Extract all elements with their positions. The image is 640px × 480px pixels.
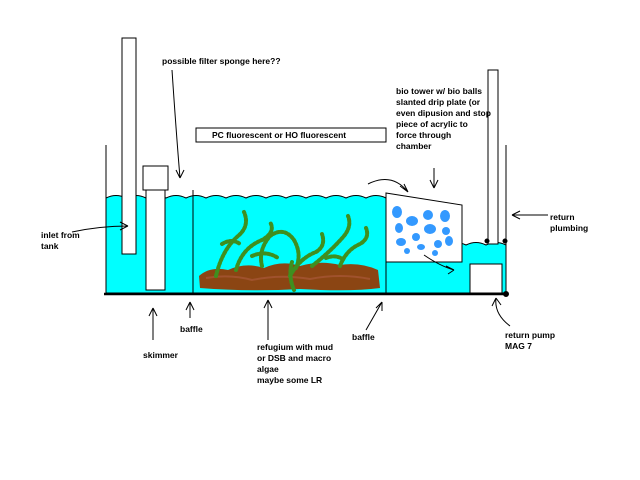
arrow-inlet [71, 221, 129, 233]
arrow-return-pump [491, 297, 511, 327]
skimmer-body [145, 189, 166, 291]
return-pipe [487, 69, 499, 245]
bio-tower-chamber [385, 192, 463, 275]
arrow-skimmer [148, 307, 158, 340]
macro-algae [214, 210, 370, 292]
skimmer-cup [142, 165, 169, 191]
label-refugium: refugium with mud or DSB and macro algae… [257, 342, 334, 385]
lighting-box [195, 127, 387, 143]
arrow-return-plumbing [511, 210, 548, 220]
inlet-pipe [121, 37, 137, 255]
bio-balls [392, 206, 453, 256]
label-skimmer: skimmer [143, 350, 178, 360]
arrow-filter-sponge [171, 69, 185, 179]
arrow-baffle-left [185, 301, 195, 318]
arrow-baffle-right [365, 301, 383, 331]
baffles [192, 190, 387, 294]
label-inlet: inlet from tank [41, 230, 80, 251]
sump-outline [104, 145, 508, 296]
label-filter-sponge: possible filter sponge here?? [162, 56, 281, 66]
label-arrows [71, 69, 548, 340]
pipes [121, 37, 509, 297]
arrow-drip [367, 179, 409, 193]
drip-plate-arrow [423, 254, 455, 275]
return-pump [469, 263, 503, 294]
label-return-pump: return pump MAG 7 [505, 330, 556, 351]
label-baffle-right: baffle [352, 332, 375, 342]
label-bio-tower: bio tower w/ bio balls slanted drip plat… [396, 86, 491, 151]
arrow-bio-tower [429, 168, 439, 189]
label-lighting: PC fluorescent or HO fluorescent [212, 130, 347, 140]
label-baffle-left: baffle [180, 324, 203, 334]
arrow-refugium [263, 299, 273, 340]
label-return-plumbing: return plumbing [550, 212, 589, 233]
